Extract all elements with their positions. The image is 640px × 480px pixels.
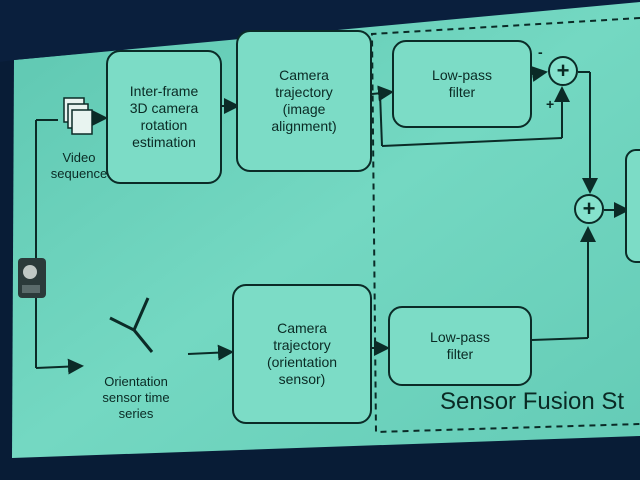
video-frames-icon (63, 97, 93, 135)
minus-sign: - (538, 44, 543, 60)
orientation-series-label: Orientation sensor time series (102, 374, 170, 421)
lowpass-filter-top-box: Low-pass filter (392, 40, 532, 128)
fusion-boundary (370, 17, 640, 434)
orientation-axes-icon (109, 297, 154, 353)
rotation-estimation-box: Inter-frame 3D camera rotation estimatio… (106, 50, 222, 184)
output-box-partial (625, 149, 640, 263)
sum-node-middle: + (574, 194, 604, 224)
lowpass-filter-bottom-box: Low-pass filter (388, 306, 532, 386)
fusion-title: Sensor Fusion St (440, 388, 625, 415)
video-sequence-label: Video sequence (50, 150, 108, 181)
sum-node-top: + (548, 56, 578, 86)
camera-trajectory-image-box: Camera trajectory (image alignment) (236, 30, 372, 172)
camera-trajectory-sensor-box: Camera trajectory (orientation sensor) (232, 284, 372, 424)
camera-device-icon (18, 258, 46, 298)
plus-sign: + (546, 96, 555, 112)
